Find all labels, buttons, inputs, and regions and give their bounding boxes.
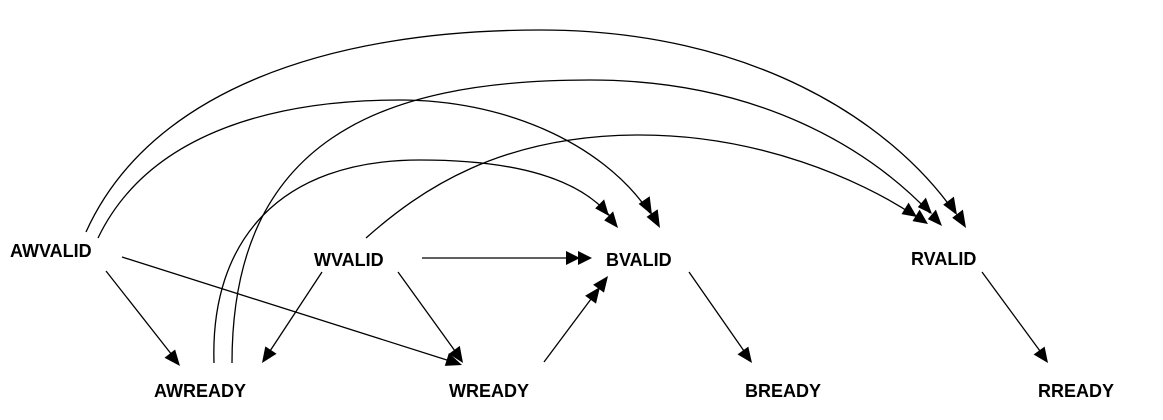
edge-awvalid-wready bbox=[121, 256, 462, 366]
node-bvalid: BVALID bbox=[606, 250, 672, 270]
edge-wvalid-wready bbox=[397, 271, 463, 363]
node-awready: AWREADY bbox=[154, 381, 246, 401]
edge-wvalid-awready bbox=[262, 271, 323, 363]
edges bbox=[85, 29, 1048, 366]
node-rvalid: RVALID bbox=[911, 249, 976, 269]
node-rready: RREADY bbox=[1038, 381, 1114, 401]
edge-awvalid-awready bbox=[105, 270, 180, 366]
edge-wready-bvalid bbox=[543, 276, 608, 363]
edge-awready-bvalid bbox=[213, 159, 618, 364]
node-wvalid: WVALID bbox=[314, 250, 384, 270]
node-bready: BREADY bbox=[745, 381, 821, 401]
node-wready: WREADY bbox=[449, 381, 529, 401]
node-awvalid: AWVALID bbox=[10, 241, 92, 261]
edge-bvalid-bready bbox=[688, 271, 752, 363]
edge-awvalid-bvalid bbox=[97, 99, 660, 239]
edge-wvalid-bvalid bbox=[422, 251, 592, 265]
edge-awvalid-rvalid bbox=[85, 29, 966, 233]
edge-wvalid-rvalid bbox=[365, 134, 928, 239]
edge-awready-rvalid bbox=[231, 79, 942, 364]
edge-rvalid-rready bbox=[981, 271, 1048, 363]
